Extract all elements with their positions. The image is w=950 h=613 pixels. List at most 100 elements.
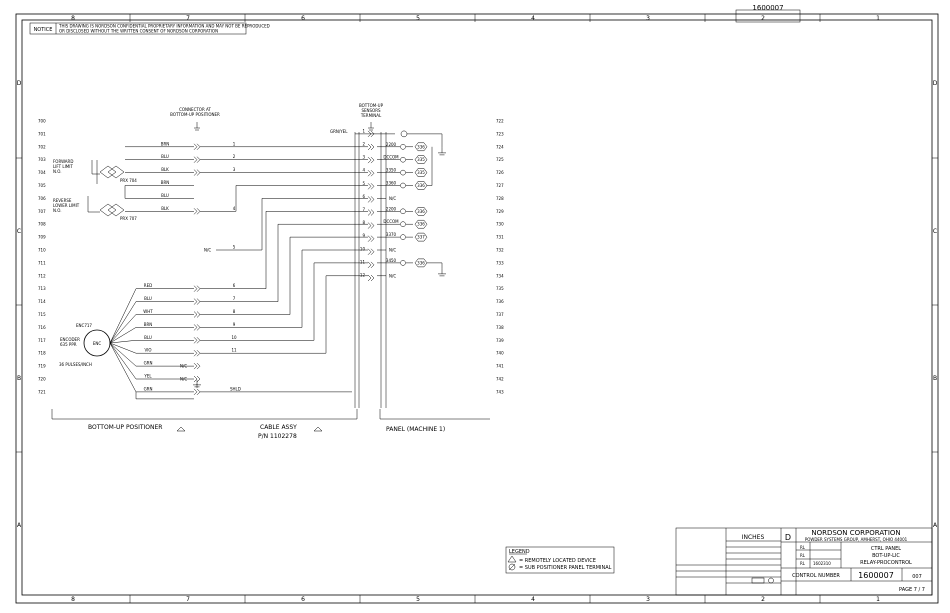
wire-number-label: 3 xyxy=(233,167,236,172)
line-number-left: 702 xyxy=(38,144,46,149)
dimensions-unit: INCHES xyxy=(742,534,765,541)
line-number-right: 735 xyxy=(496,286,504,291)
line-number-left: 719 xyxy=(38,364,46,369)
encoder-wire-color: GRN xyxy=(144,361,153,366)
terminal-pin xyxy=(370,248,375,255)
col-top-8: 8 xyxy=(71,15,75,22)
terminal-pin xyxy=(367,235,372,242)
line-number-left: 715 xyxy=(38,312,46,317)
wire xyxy=(109,342,137,367)
connector-pin xyxy=(193,208,198,215)
line-number-left: 712 xyxy=(38,273,46,278)
harness-bundle-lines xyxy=(354,132,387,408)
wire-color-label: BLK xyxy=(161,206,169,211)
wire-number-label: 6 xyxy=(233,283,236,288)
wire-number-label: 1 xyxy=(233,141,236,146)
terminal-circle xyxy=(400,208,406,215)
col-top-4: 4 xyxy=(531,15,535,22)
terminal-number: 9 xyxy=(362,233,365,238)
line-number-right: 740 xyxy=(496,351,504,356)
line-numbers-left: 7007017027037047057067077087097107117127… xyxy=(38,119,46,395)
terminal-pin xyxy=(367,209,372,216)
connector-pin xyxy=(196,285,201,292)
connector-pin xyxy=(193,388,198,396)
reference-number: 336 xyxy=(417,144,425,149)
initials-2: RL xyxy=(800,553,806,558)
terminal-pin xyxy=(367,170,372,177)
line-number-right: 727 xyxy=(496,183,504,188)
col-bottom-4: 4 xyxy=(531,596,535,603)
line-number-right: 737 xyxy=(496,312,504,317)
encoder-wire-color: BLU xyxy=(144,335,152,340)
terminal-pin xyxy=(367,248,372,255)
terminal-number: 2 xyxy=(362,142,365,147)
line-number-left: 705 xyxy=(38,183,46,188)
terminal-number: 5 xyxy=(362,181,365,186)
encoder-wire-color: BLU xyxy=(144,296,152,301)
wire-number-label: 5 xyxy=(233,245,236,250)
wire-number-label: 10 xyxy=(231,335,237,340)
prx704-switch xyxy=(91,160,125,184)
col-bottom-3: 3 xyxy=(646,596,650,603)
line-number-left: 717 xyxy=(38,338,46,343)
panel-terminal-label: 3360 xyxy=(386,181,397,186)
line-number-right: 724 xyxy=(496,144,504,149)
terminal-number: 6 xyxy=(362,194,365,199)
ground-symbols-top xyxy=(194,122,374,131)
notice-box xyxy=(29,22,247,35)
cable-part-number: P/N 1102278 xyxy=(258,433,297,440)
wire-color-label: BLK xyxy=(161,167,169,172)
terminal-pin xyxy=(370,196,375,203)
encoder-wire-color: BRN xyxy=(144,322,153,327)
row-left-c: C xyxy=(17,228,21,235)
reference-number: 336 xyxy=(417,209,425,214)
notice-label: NOTICE xyxy=(34,27,53,33)
positioner-triangle xyxy=(176,426,186,432)
line-number-right: 733 xyxy=(496,260,504,265)
connector-pin xyxy=(196,143,201,150)
connector-pin xyxy=(193,375,198,383)
connector-pin xyxy=(196,350,201,357)
panel-terminal-label: 2200 xyxy=(386,206,397,211)
encoder-symbol xyxy=(83,329,111,357)
terminal-circle xyxy=(400,221,406,227)
wire-number-label: 4 xyxy=(233,206,236,211)
nc-label: N/C xyxy=(180,377,187,382)
legend-title: LEGEND xyxy=(509,549,530,555)
shield-label: SHLD xyxy=(230,386,241,391)
terminal-pin xyxy=(367,261,372,269)
connector-pin xyxy=(193,337,198,344)
connector-pin xyxy=(196,375,201,383)
encoder-wire-color: YEL xyxy=(143,374,152,379)
line-number-right: 739 xyxy=(496,338,504,343)
connector-pin xyxy=(193,311,198,318)
line-number-left: 714 xyxy=(38,299,46,304)
connector-pin xyxy=(196,324,201,331)
panel-terminal-label: DCCOM xyxy=(383,219,399,224)
line-number-left: 708 xyxy=(38,222,46,227)
terminal-pin xyxy=(370,156,375,164)
connector-pin xyxy=(193,285,198,292)
reference-hex xyxy=(414,168,428,177)
company-name: NORDSON CORPORATION xyxy=(811,529,900,537)
notice-text-line-1: THIS DRAWING IS NORDSON CONFIDENTIAL PRO… xyxy=(58,24,270,29)
terminal-pin xyxy=(367,143,372,151)
encoder-wire-color: GRN xyxy=(144,386,153,391)
terminal-pin xyxy=(370,209,375,216)
wire-color-label: BRN xyxy=(161,180,170,185)
reference-number: 336 xyxy=(417,260,425,265)
col-top-5: 5 xyxy=(416,15,420,22)
terminal-pin xyxy=(367,156,372,164)
connector-pin xyxy=(193,156,198,163)
connector-pin xyxy=(193,324,198,331)
terminal-pin xyxy=(370,170,375,177)
terminal-circle xyxy=(400,144,406,150)
row-right-c: C xyxy=(933,228,937,235)
legend-item-1: = REMOTELY LOCATED DEVICE xyxy=(519,558,596,564)
wire xyxy=(109,342,137,393)
line-number-right: 738 xyxy=(496,325,504,330)
line-number-right: 730 xyxy=(496,222,504,227)
